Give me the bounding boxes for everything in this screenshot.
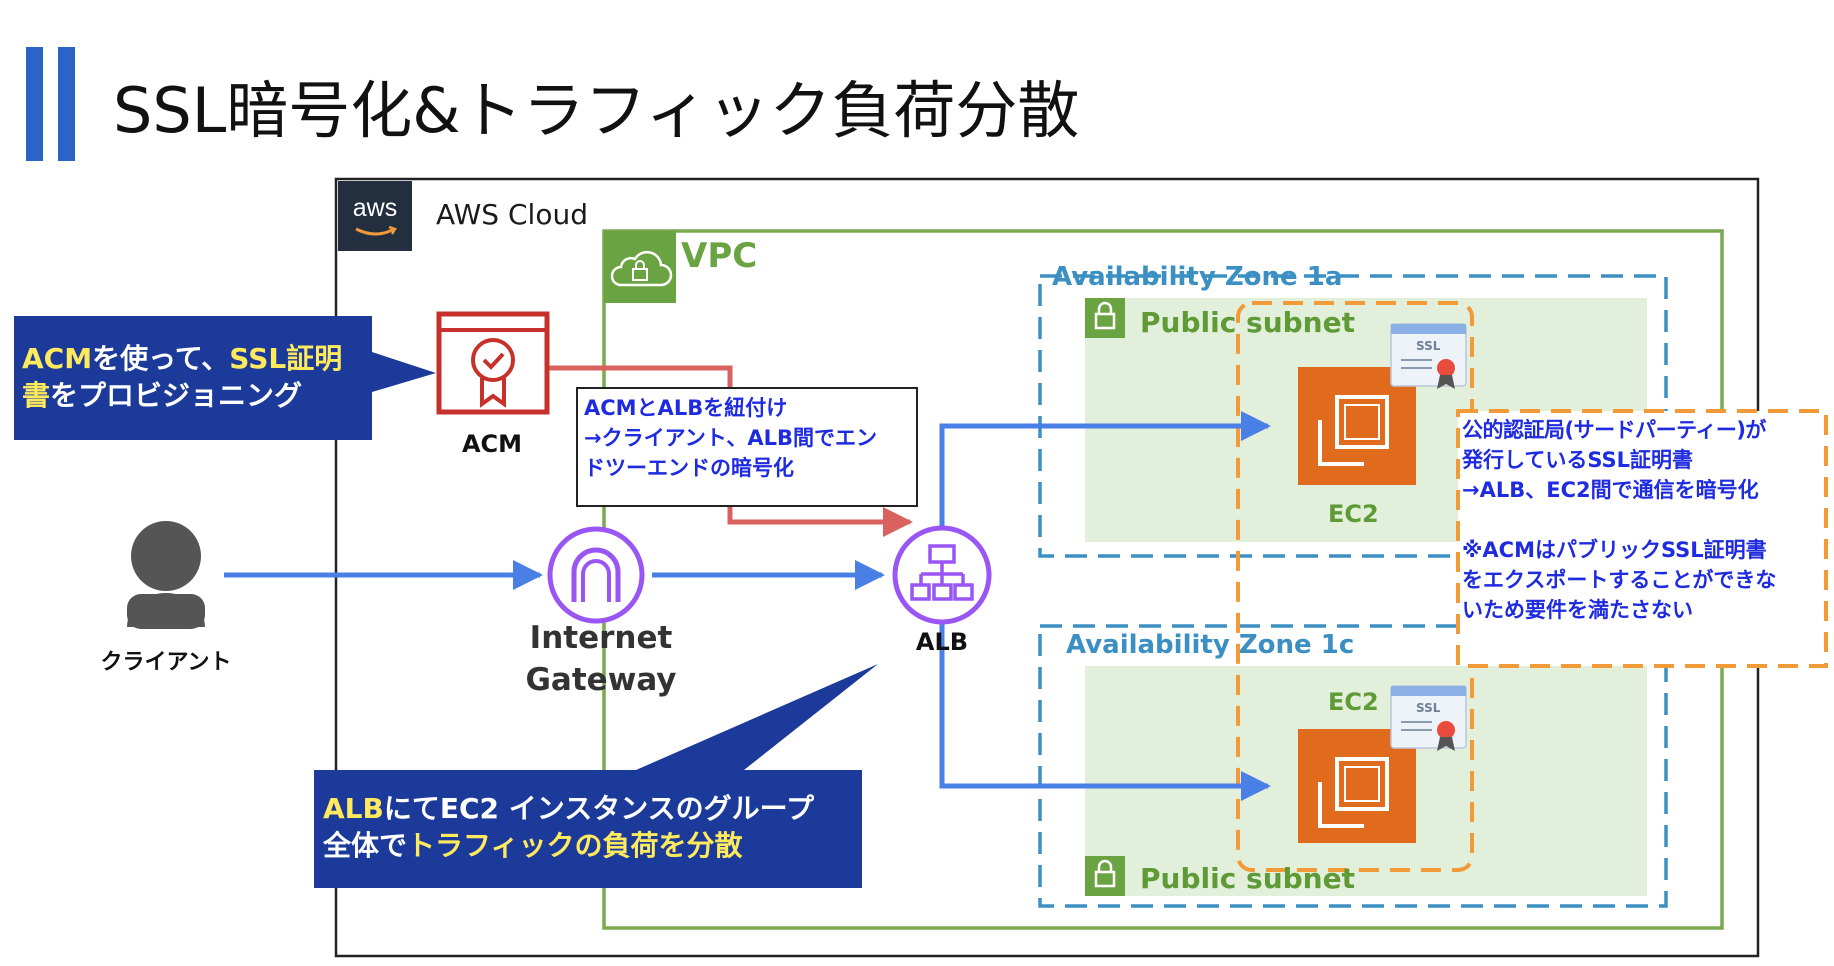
ssl-note-line-3: →ALB、EC2間で通信を暗号化 <box>1462 478 1759 502</box>
ssl-certificate-1a-icon <box>1390 323 1467 389</box>
ssl-note-line-6: をエクスポートすることができな <box>1462 568 1777 592</box>
internet-gateway-label-line1: Internet <box>529 620 673 656</box>
az-1c-label: Availability Zone 1c <box>1066 630 1355 660</box>
acm-callout-line-1: ACMを使って、SSL証明 <box>22 342 343 375</box>
acm-callout-shape <box>14 316 436 440</box>
ssl-note-line-2: 発行しているSSL証明書 <box>1462 448 1694 472</box>
ec2-1a-label: EC2 <box>1328 500 1379 528</box>
subnet-1c-label: Public subnet <box>1140 862 1355 895</box>
alb-load-balancer-icon <box>892 525 992 625</box>
ssl-note-line-1: 公的認証局(サードパーティー)が <box>1462 418 1766 442</box>
vpc-cloud-lock-icon <box>604 231 676 303</box>
az-1c-border <box>1038 624 1668 908</box>
alb-callout-line-1: ALBにてEC2 インスタンスのグループ <box>323 792 814 825</box>
ssl-public-cert-note: 公的認証局(サードパーティー)が 発行しているSSL証明書 →ALB、EC2間で… <box>1462 415 1822 625</box>
ssl-note-line-5: ※ACMはパブリックSSL証明書 <box>1462 538 1767 562</box>
ssl-note-border <box>1456 409 1828 668</box>
ssl-note-line-7: いため要件を満たさない <box>1462 598 1693 622</box>
alb-label: ALB <box>915 628 969 656</box>
client-label: クライアント <box>100 650 232 675</box>
aws-logo-text: aws <box>352 194 398 222</box>
acm-label: ACM <box>461 430 523 458</box>
ssl-badge-1a-text: SSL <box>1416 339 1441 353</box>
ssl-note-line-4 <box>1462 505 1822 535</box>
internet-gateway-label-line2: Gateway <box>525 662 677 698</box>
alb-to-ec2-1a-arrow <box>939 411 1271 528</box>
alb-callout-shape <box>314 664 878 888</box>
title-accent-bar-right <box>58 47 75 161</box>
vpc-label: VPC <box>681 236 758 276</box>
acm-alb-note-line-3: ドツーエンドの暗号化 <box>584 456 794 480</box>
client-user-icon <box>127 521 205 629</box>
acm-alb-note-line-1: ACMとALBを紐付け <box>584 396 788 420</box>
alb-callout-text: ALBにてEC2 インスタンスのグループ 全体でトラフィックの負荷を分散 <box>323 790 859 864</box>
aws-cloud-label: AWS Cloud <box>436 198 588 231</box>
ssl-certificate-1c-icon <box>1390 685 1467 751</box>
alb-callout-line-2: 全体でトラフィックの負荷を分散 <box>323 829 743 862</box>
title-accent-bar-left <box>26 47 43 161</box>
slide-title: SSL暗号化&トラフィック負荷分散 <box>113 74 1080 147</box>
ec2-1c-label: EC2 <box>1328 688 1379 716</box>
internet-gateway-icon <box>547 526 645 624</box>
alb-to-ec2-1c-arrow <box>939 622 1271 801</box>
ssl-badge-1c-text: SSL <box>1416 701 1441 715</box>
acm-alb-link-note: ACMとALBを紐付け →クライアント、ALB間でエン ドツーエンドの暗号化 <box>576 387 918 507</box>
acm-callout-line-2: 書をプロビジョニング <box>22 379 303 412</box>
subnet-1c-lock-icon <box>1085 856 1125 896</box>
acm-callout-text: ACMを使って、SSL証明 書をプロビジョニング <box>22 340 368 414</box>
subnet-1a-lock-icon <box>1085 298 1125 338</box>
acm-alb-note-line-2: →クライアント、ALB間でエン <box>584 426 877 450</box>
az-1a-label: Availability Zone 1a <box>1052 262 1343 292</box>
subnet-1a-label: Public subnet <box>1140 306 1355 339</box>
acm-certificate-icon <box>436 311 550 415</box>
aws-logo-icon: aws <box>338 181 412 251</box>
